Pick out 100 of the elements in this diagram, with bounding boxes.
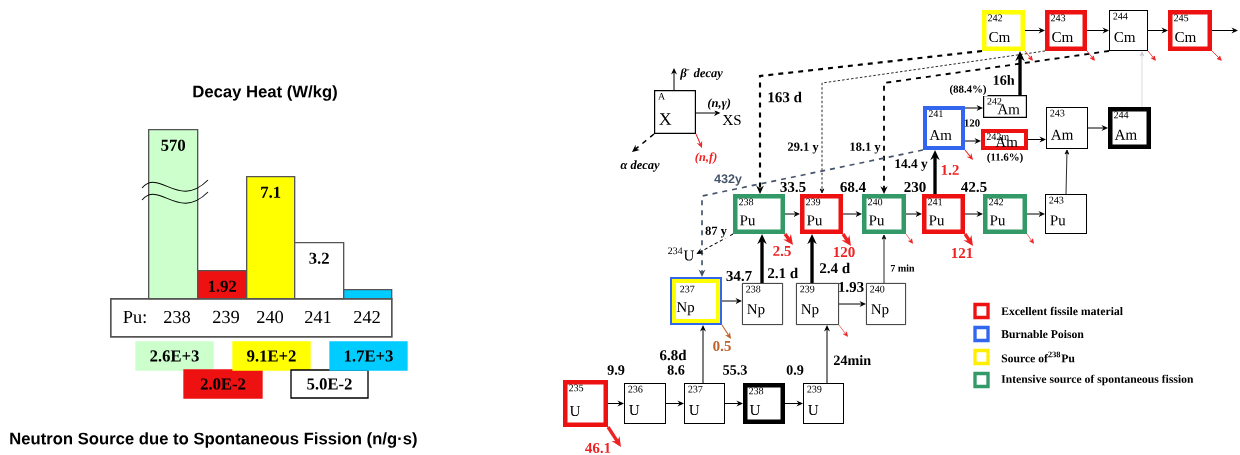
nuclide-box: 237 U (684, 383, 725, 424)
nuclide-box: 242m Am (981, 129, 1028, 150)
edge-label: 6.8d (658, 348, 688, 362)
value-box: 5.0E-2 (290, 369, 369, 399)
nuclide-box: 243 Pu (1045, 194, 1087, 234)
edge-label: (88.4%) (948, 84, 988, 96)
edge-label: 120 (831, 245, 857, 259)
nuclide-box: 235 U (563, 380, 608, 427)
cross-section-value: 68.4 (840, 181, 866, 193)
nuclide-box: 243 Am (1046, 107, 1088, 149)
edge-label: 432y (713, 173, 743, 187)
arrow (671, 68, 677, 91)
nuclide-box: 245 Cm (1168, 10, 1212, 51)
arrow (1026, 211, 1045, 217)
arrow (1087, 125, 1108, 131)
nuclide-box: 242 Cm (982, 10, 1025, 51)
arrow (905, 233, 913, 244)
nuclide-box: A X (654, 90, 696, 134)
arrow (721, 298, 742, 304)
chart-title: Decay Heat (W/kg) (193, 85, 337, 101)
nuclide-box: 237 Np (670, 277, 722, 325)
bar (343, 289, 393, 300)
cross-section-value: 9.9 (607, 365, 625, 375)
value-box: 9.1E+2 (232, 341, 311, 371)
arrow (665, 401, 684, 406)
edge-label: (11.6%) (985, 152, 1025, 164)
arrow (784, 401, 803, 406)
edge-label: 14.4 y (893, 158, 929, 172)
isotope-row: Pu: 238 239 240 241 242 (110, 298, 393, 338)
value-box: 2.0E-2 (183, 369, 263, 399)
arrow (964, 211, 983, 217)
bar: 7.1 (246, 176, 296, 300)
cross-section-value: 230 (904, 181, 926, 193)
arrow (1086, 28, 1109, 33)
nuclide-box: 236 U (624, 383, 666, 424)
arrow (695, 110, 720, 116)
edge-label: β$^{-}$ decay (679, 67, 724, 81)
cross-section-value: 1.93 (839, 281, 864, 293)
arrow (783, 233, 793, 245)
nuclide-box: 243 Cm (1045, 10, 1087, 51)
edge-label: (n,γ) (706, 97, 732, 111)
cross-section-value: 8.6 (667, 365, 685, 375)
arrow (841, 233, 851, 246)
edge-label: 7 min (889, 263, 916, 273)
legend-label: Source of$^{238}$Pu (1001, 351, 1075, 363)
value-box: 1.7E+3 (329, 341, 408, 371)
dashed-arrow (632, 133, 655, 152)
edge-label: 2.5 (771, 244, 793, 258)
arrow (1211, 28, 1238, 33)
nuclide-box: 242 Pu (983, 194, 1027, 234)
arrow (964, 138, 981, 144)
edge-label: 121 (949, 247, 975, 259)
dashed-arrow (819, 50, 1046, 194)
arrow (905, 211, 922, 217)
edge-label: (n,f) (693, 151, 719, 165)
nuclide-box: 239 Np (796, 283, 839, 325)
edge-label: 24min (832, 354, 873, 366)
nuclide-box: 242 Am (983, 95, 1027, 118)
arrow (964, 105, 983, 111)
edge-label: 0.5 (711, 339, 733, 353)
nuclide-box: 239 Pu (800, 194, 843, 234)
dashed-arrow (696, 233, 734, 254)
arrow (1024, 28, 1045, 33)
arrow (1147, 50, 1156, 61)
bar: 3.2 (294, 242, 345, 300)
nuclide-box: 238 Pu (733, 194, 785, 234)
arrow (838, 324, 848, 337)
axis-label: XS (722, 114, 741, 126)
arrow (964, 149, 973, 160)
arrow (842, 211, 862, 217)
edge-label: 163 d (766, 90, 803, 104)
nuclide-box: 240 Np (866, 283, 906, 325)
nuclide-box: 244 Am (1108, 107, 1151, 149)
cross-section-value: 0.9 (786, 365, 804, 375)
legend-label: Burnable Poison (1001, 329, 1084, 339)
arrow (1024, 50, 1033, 61)
arrow (724, 401, 743, 406)
edge-label: 2.4 d (818, 261, 852, 275)
value-box: 2.6E+3 (135, 341, 214, 371)
edge-label: 16h (991, 74, 1016, 86)
cross-section-value: 55.3 (723, 365, 747, 375)
arrow (824, 325, 830, 384)
nuclide-box: 244 Cm (1109, 10, 1148, 51)
arrow (881, 234, 887, 284)
arrow (1147, 28, 1168, 33)
nuclide-box: 241 Am (923, 106, 965, 150)
legend-label: Excellent fissile material (1001, 306, 1123, 316)
bar: 1.92 (197, 270, 248, 300)
edge-label: 1.2 (939, 163, 961, 177)
edge-label: 87 y (704, 225, 728, 239)
edge-label: 18.1 y (848, 141, 882, 155)
legend-label: Intensive source of spontaneous fission (1001, 374, 1194, 386)
nuclide-box: 238 Np (742, 283, 783, 325)
chart-caption: Neutron Source due to Spontaneous Fission (n/g·s) (10, 432, 417, 448)
edge-label: 46.1 (583, 441, 613, 455)
arrow (1064, 149, 1070, 195)
edge-label: α decay (619, 159, 661, 173)
cross-section-value: 33.5 (780, 181, 806, 193)
arrow (721, 324, 731, 339)
arrow (607, 401, 624, 406)
